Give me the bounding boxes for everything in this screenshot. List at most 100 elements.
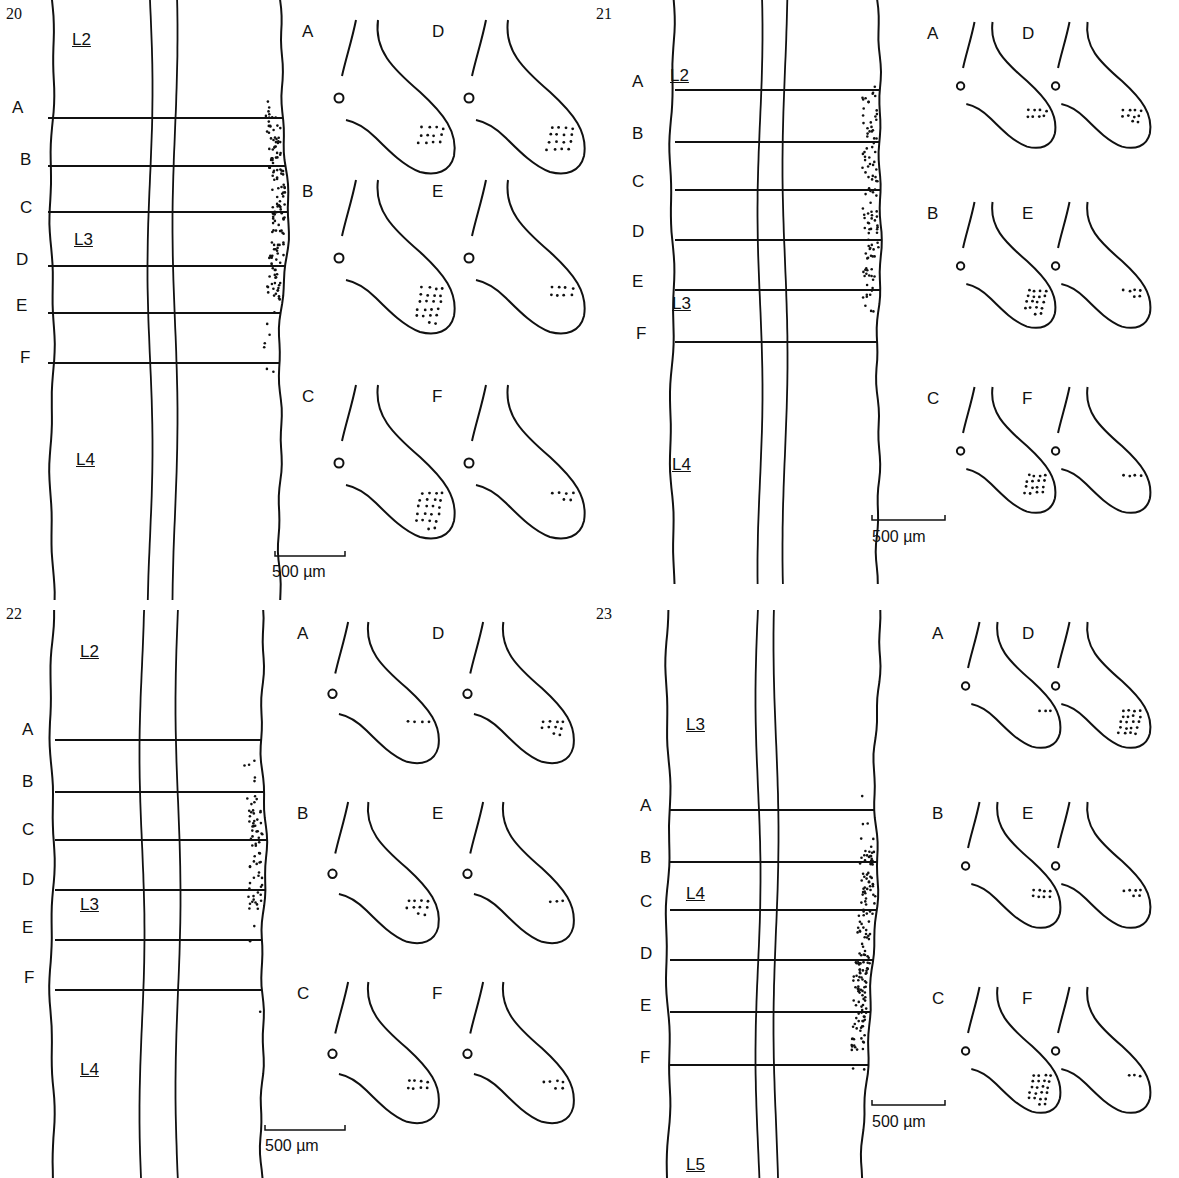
- section-outline: [339, 982, 439, 1123]
- section-letter: E: [632, 272, 643, 291]
- neuron-dot: [249, 902, 252, 905]
- section-letter: F: [20, 348, 30, 367]
- neuron-dot: [1139, 709, 1142, 712]
- neuron-dot: [261, 884, 264, 887]
- neuron-dot: [274, 145, 277, 148]
- neuron-dot: [866, 135, 869, 138]
- midline: [173, 0, 178, 600]
- neuron-dot: [865, 929, 868, 932]
- neuron-dot: [554, 148, 557, 151]
- section-outline: [470, 802, 483, 854]
- neuron-dot: [1031, 300, 1034, 303]
- section-outline: [472, 385, 486, 441]
- neuron-dot: [876, 228, 879, 231]
- label-slot: C: [632, 172, 644, 192]
- neuron-dot: [1042, 114, 1045, 117]
- neuron-dot: [862, 998, 865, 1001]
- neuron-dot: [283, 187, 286, 190]
- neuron-dot: [1024, 307, 1027, 310]
- neuron-dot: [863, 854, 866, 857]
- neuron-dot: [860, 879, 863, 882]
- label-slot: D: [432, 22, 444, 42]
- label-slot: A: [12, 98, 23, 118]
- section-outline: [474, 982, 574, 1123]
- neuron-dot: [874, 95, 877, 98]
- neuron-dot: [1132, 714, 1135, 717]
- neuron-dot: [253, 855, 256, 858]
- neuron-dot: [1038, 710, 1041, 713]
- neuron-dot: [408, 1079, 411, 1082]
- neuron-dot: [872, 248, 875, 251]
- neuron-dot: [548, 141, 551, 144]
- neuron-dot: [1040, 312, 1043, 315]
- neuron-dot: [865, 933, 868, 936]
- neuron-dot: [855, 1004, 858, 1007]
- transverse-section: [335, 180, 455, 333]
- neuron-dot: [864, 97, 867, 100]
- neuron-dot: [872, 893, 875, 896]
- transverse-section: [463, 622, 574, 763]
- neuron-dot: [867, 165, 870, 168]
- neuron-dot: [867, 239, 870, 242]
- neuron-dot: [430, 308, 433, 311]
- neuron-dot: [257, 908, 260, 911]
- neuron-dot: [271, 189, 274, 192]
- neuron-dot: [1028, 473, 1031, 476]
- neuron-dot: [405, 907, 408, 910]
- neuron-dot: [407, 720, 410, 723]
- neuron-dot: [272, 229, 275, 232]
- segment-label: L3: [672, 294, 691, 313]
- central-canal: [1052, 862, 1059, 869]
- neuron-dot: [571, 294, 574, 297]
- section-letter: C: [297, 984, 309, 1003]
- neuron-dot: [439, 499, 442, 502]
- transverse-section: [465, 385, 585, 538]
- neuron-dot: [432, 505, 435, 508]
- neuron-dot: [863, 217, 866, 220]
- neuron-dot: [556, 900, 559, 903]
- neuron-dot: [252, 895, 255, 898]
- neuron-dot: [282, 254, 285, 257]
- segment-label: L2: [670, 66, 689, 85]
- section-line: [48, 265, 285, 267]
- neuron-dot: [861, 795, 864, 798]
- neuron-dot: [435, 492, 438, 495]
- segment-label: L3: [686, 715, 705, 734]
- neuron-dot: [435, 520, 438, 523]
- neuron-dot: [864, 159, 867, 162]
- segment-label: L3: [80, 895, 99, 914]
- neuron-dot: [547, 726, 550, 729]
- section-letter: F: [24, 968, 34, 987]
- section-letter: A: [632, 72, 643, 91]
- label-slot: L2: [72, 30, 91, 50]
- neuron-dot: [872, 175, 875, 178]
- label-slot: F: [640, 1048, 650, 1068]
- label-slot: D: [16, 250, 28, 270]
- neuron-dot: [417, 142, 420, 145]
- neuron-dot: [549, 1080, 552, 1083]
- section-line: [55, 989, 262, 991]
- neuron-dot: [866, 936, 869, 939]
- neuron-dot: [1036, 486, 1039, 489]
- section-line: [55, 889, 265, 891]
- neuron-dot: [258, 852, 261, 855]
- panel-drawing: [669, 0, 1150, 584]
- section-outline: [963, 22, 974, 68]
- label-slot: B: [20, 150, 31, 170]
- neuron-dot: [1133, 1074, 1136, 1077]
- neuron-dot: [275, 141, 278, 144]
- neuron-dot: [251, 844, 254, 847]
- neuron-dot: [863, 1041, 866, 1044]
- section-line: [48, 312, 281, 314]
- neuron-dot: [266, 285, 269, 288]
- neuron-dot: [862, 98, 865, 101]
- neuron-dot: [863, 876, 866, 879]
- section-outline: [342, 20, 356, 76]
- neuron-dot: [871, 178, 874, 181]
- label-slot: C: [927, 389, 939, 409]
- neuron-dot: [424, 309, 427, 312]
- neuron-dot: [858, 1001, 861, 1004]
- neuron-dot: [862, 910, 865, 913]
- central-canal: [335, 254, 344, 263]
- neuron-dot: [426, 134, 429, 137]
